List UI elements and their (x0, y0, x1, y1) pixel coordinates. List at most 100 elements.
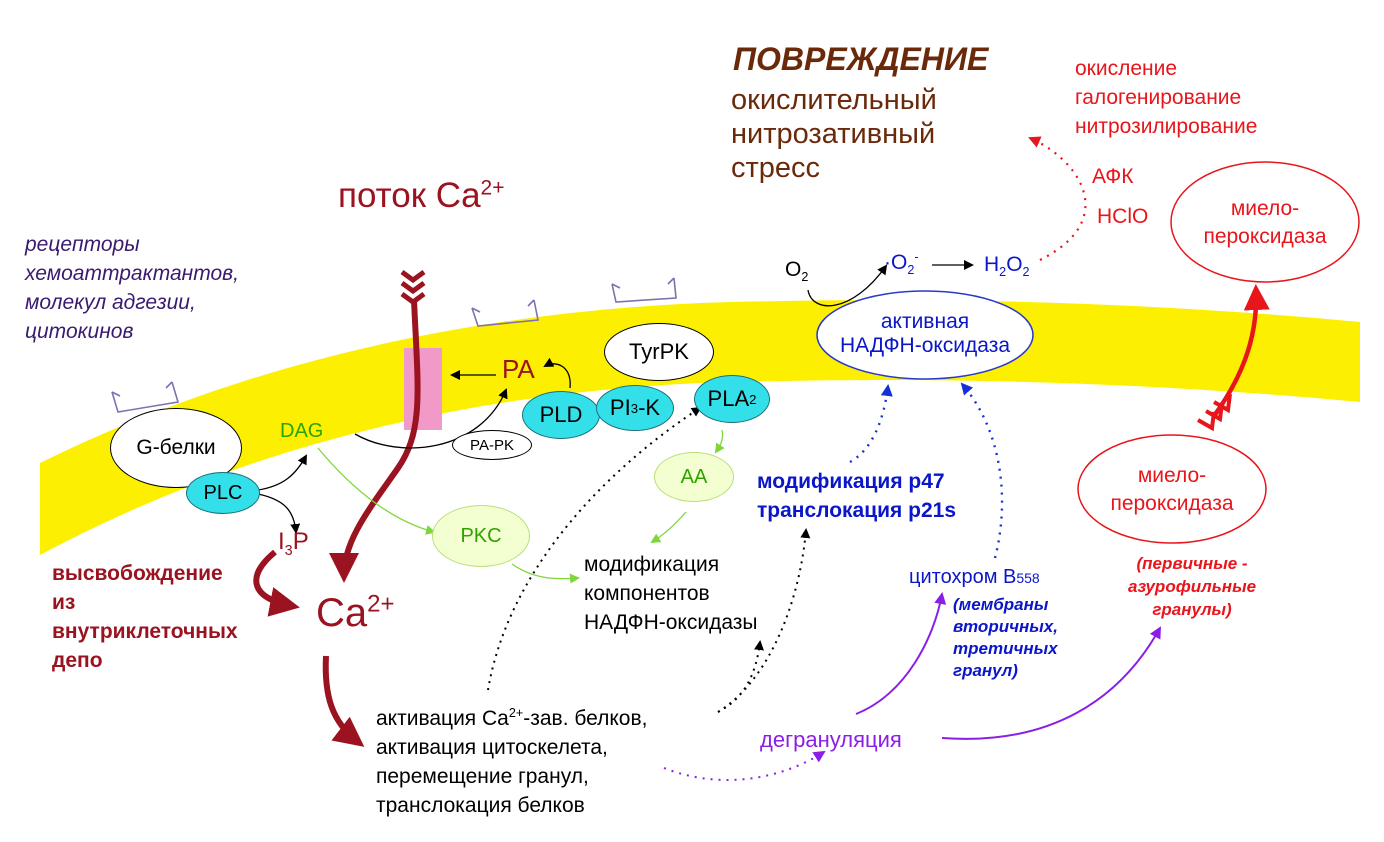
p47-to-nadph-arrow (849, 384, 893, 464)
activation-to-components-arrow (717, 640, 764, 713)
activation-label: активация Ca2+-зав. белков, активация ци… (376, 699, 647, 820)
components-modification-label: модификация компонентов НАДФН-оксидазы (584, 550, 758, 637)
o2-to-superoxide-arrow (807, 264, 888, 307)
mpo-top-ellipse (1170, 161, 1360, 283)
nadph-oxidase-line1: активная (880, 310, 970, 333)
degranulation-to-mpo-arrow (941, 626, 1161, 740)
mpo-mid-ellipse (1077, 434, 1267, 544)
membranes-line1: (мембраны (953, 595, 1049, 614)
h2o2-sub2: 2 (1022, 265, 1030, 280)
receptor-icon (111, 277, 677, 413)
mpo-top-label: миело- пероксидаза (1171, 195, 1359, 251)
o2-base: O (785, 258, 802, 281)
i3p-label: I3P (278, 528, 309, 559)
membranes-line2: вторичных, (953, 617, 1058, 636)
h2o2-o: O (1006, 253, 1023, 276)
superoxide-dot: · (884, 251, 891, 274)
dag-label: DAG (280, 420, 324, 442)
cytochrome-text: цитохром (909, 566, 1004, 588)
pkc-to-modification-arrow (511, 563, 580, 584)
cytochrome-b: B (1003, 566, 1017, 588)
activation-line1-pre: активация Ca (376, 707, 509, 730)
damage-nitrosative: нитрозативный (731, 118, 936, 150)
pla2-to-aa-arrow (714, 429, 725, 454)
h2o2-label: H2O2 (984, 253, 1030, 280)
primary-granules-line2: азурофильные (1128, 577, 1257, 596)
dag-to-pkc-arrow (317, 447, 436, 535)
receptors-line2: хемоаттрактантов, (25, 262, 239, 285)
i3p-sub: 3 (284, 542, 293, 559)
activation-line2: активация цитоскелета, (376, 736, 608, 759)
ca-flow-charge: 2+ (480, 176, 505, 200)
pi3k-base: PI (609, 395, 631, 420)
o2-sub: 2 (801, 270, 809, 285)
pi3k-sub: 3 (630, 400, 639, 416)
degranulation-label: дегрануляция (760, 727, 902, 752)
mpo-arrow-chevrons (1197, 393, 1232, 432)
afk-label: АФК (1092, 165, 1134, 188)
nadph-oxidase-label: активная НАДФН-оксидаза (817, 310, 1033, 358)
activation-line1: активация Ca2+-зав. белков, (376, 699, 647, 733)
cytochrome-label: цитохром B558 (909, 566, 1040, 589)
pla2-sub: 2 (749, 391, 757, 407)
damage-list: окислительный нитрозативный стресс (731, 83, 937, 185)
pi3k-rest: -K (638, 395, 661, 420)
pld-to-pa-arrow (543, 357, 571, 389)
ca-flow-arrow (329, 299, 421, 583)
primary-granules-line1: (первичные - (1136, 554, 1248, 573)
pla2-base: PLA (707, 386, 750, 411)
o2-label: O2 (785, 258, 808, 285)
ca-flow-chevrons (400, 269, 426, 306)
superoxide-charge: - (914, 250, 919, 264)
nadph-oxidase-line2: НАДФН-оксидаза (839, 334, 1011, 357)
activation-line3: перемещение гранул, (376, 765, 589, 788)
activation-line1-post: -зав. белков, (523, 707, 648, 730)
release-line1: высвобождение (52, 562, 223, 585)
i3p-base: I (278, 528, 285, 555)
p47-modification-label: модификация p47 транслокация p21s (757, 467, 956, 525)
dag-to-pa-arrow (354, 388, 508, 449)
pkc-node: PKC (432, 505, 530, 567)
mpo-top-line1: миело- (1230, 197, 1300, 220)
damage-stress: стресс (731, 152, 821, 184)
damage-oxidative: окислительный (731, 84, 937, 116)
activation-to-degranulation-arrow (663, 750, 826, 781)
cytochrome-to-nadph-arrow (960, 382, 1004, 559)
mpo-mid-line2: пероксидаза (1110, 492, 1234, 515)
primary-granules-line3: гранулы) (1152, 600, 1232, 619)
pa-label: PA (502, 354, 535, 384)
release-line4: депо (52, 649, 103, 672)
mpo-top-line2: пероксидаза (1203, 225, 1327, 248)
ca-base: Ca (316, 591, 368, 635)
membranes-line3: третичных (953, 639, 1058, 658)
release-arrow (253, 549, 300, 617)
oxidation-label: окисление (1075, 57, 1178, 80)
receptors-label: рецепторы хемоаттрактантов, молекул адге… (25, 230, 239, 346)
oxidation-list: окисление галогенирование нитрозилирован… (1075, 54, 1257, 141)
tyrpk-node: TyrPK (604, 323, 714, 381)
release-line3: внутриклеточных (52, 620, 238, 643)
components-line2: компонентов (584, 582, 710, 605)
nadph-oxidase-ellipse (816, 290, 1034, 380)
p47-line2: транслокация p21s (757, 499, 957, 522)
superoxide-base: O (891, 251, 908, 274)
nitrosylation-label: нитрозилирование (1075, 115, 1258, 138)
release-line2: из (52, 591, 76, 614)
p47-line1: модификация p47 (757, 470, 945, 493)
hclo-label: HClO (1097, 205, 1149, 228)
mpo-mid-line1: миело- (1137, 464, 1207, 487)
receptors-line4: цитокинов (25, 320, 134, 343)
halogenation-label: галогенирование (1075, 86, 1242, 109)
activation-line4: транслокация белков (376, 794, 585, 817)
primary-granules-label: (первичные - азурофильные гранулы) (1128, 552, 1256, 621)
components-line3: НАДФН-оксидазы (584, 611, 758, 634)
receptors-line1: рецепторы (25, 233, 140, 256)
degranulation-to-cytochrome-arrow (855, 592, 947, 715)
aa-node: AA (654, 452, 734, 502)
mpo-mid-label: миело- пероксидаза (1078, 462, 1266, 518)
pa-pk-node: PA-PK (452, 430, 532, 460)
